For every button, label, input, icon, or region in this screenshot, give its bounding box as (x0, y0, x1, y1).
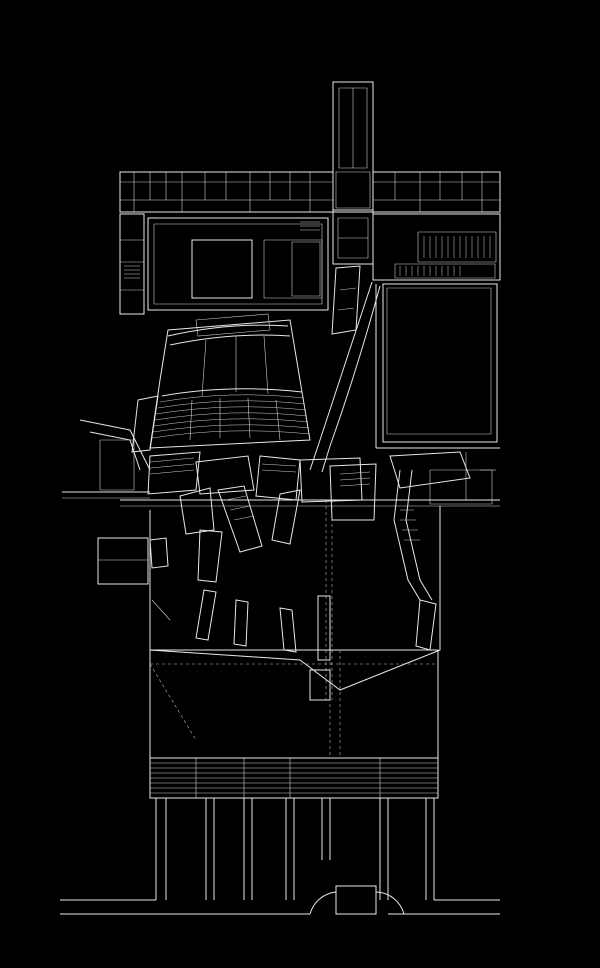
main-auditorium (132, 314, 310, 452)
foyer-elements (120, 452, 500, 600)
left-service-strip (120, 214, 144, 314)
right-upper-block (373, 214, 500, 280)
diagonal-ramp (310, 266, 380, 472)
central-core (333, 212, 373, 264)
ground-level (60, 886, 500, 914)
stair-band (150, 758, 438, 798)
fly-tower (333, 82, 373, 210)
lower-hall (150, 650, 438, 758)
right-edge (440, 452, 496, 650)
large-right-hall (376, 284, 500, 448)
upper-service-block (120, 172, 500, 212)
entrance-colonnade (156, 798, 434, 900)
entrance-block-left (98, 538, 168, 584)
left-wing (62, 420, 150, 498)
stage-left (148, 218, 328, 310)
